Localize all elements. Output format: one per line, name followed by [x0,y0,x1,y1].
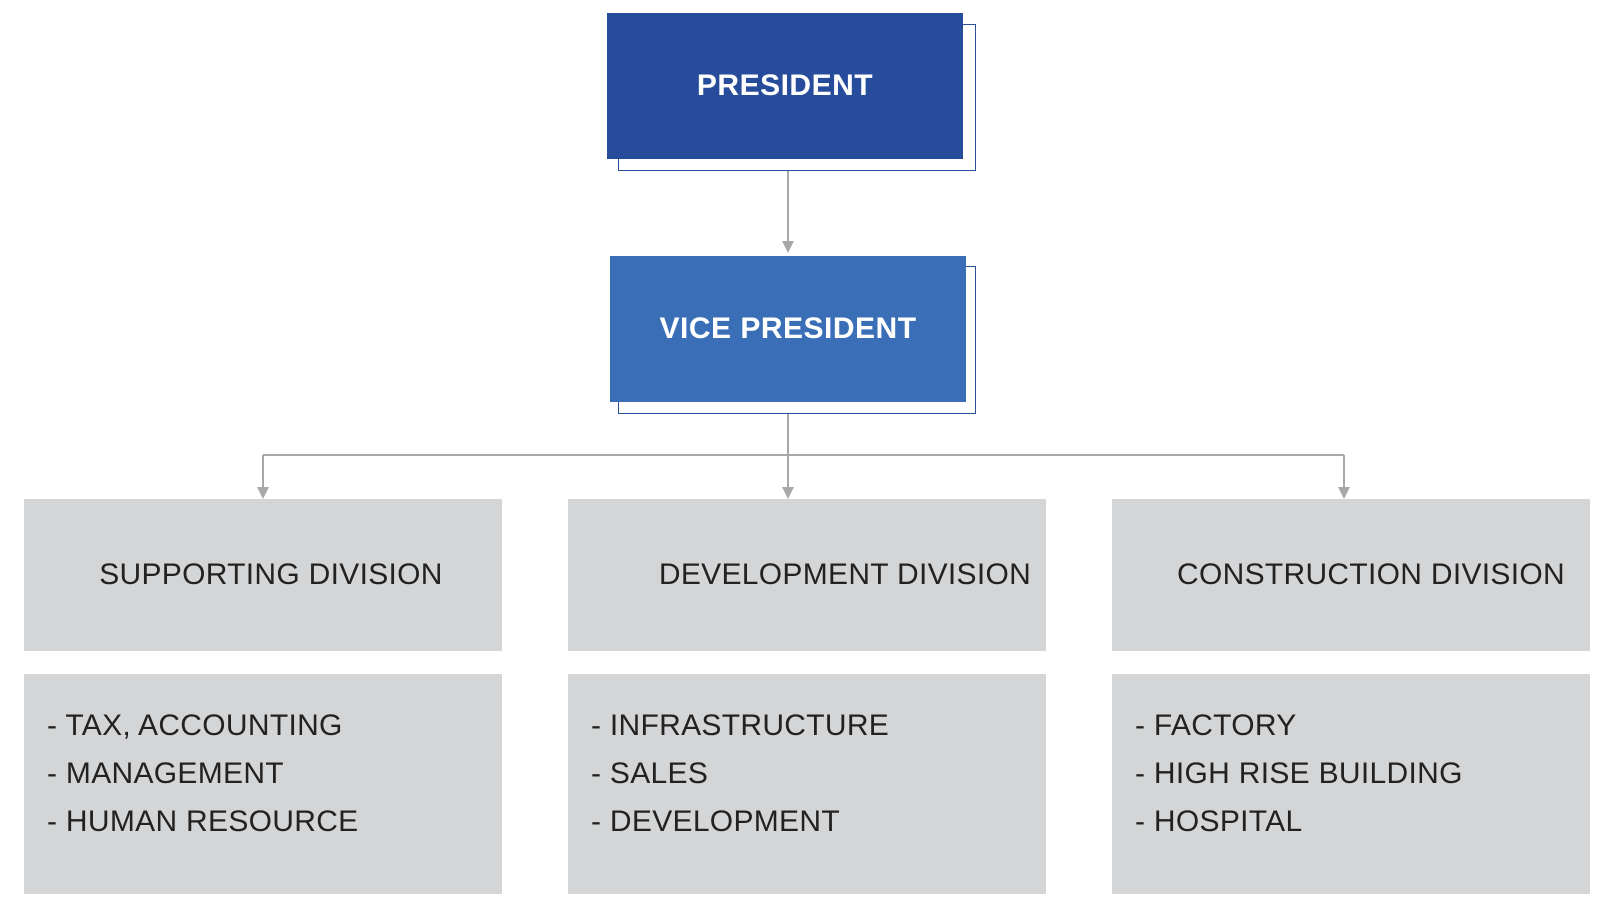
development-division-title: DEVELOPMENT DIVISION [658,558,1032,591]
list-item: - MANAGEMENT [47,757,284,790]
list-item: - DEVELOPMENT [591,805,840,838]
supporting-division-body: - TAX, ACCOUNTING - MANAGEMENT - HUMAN R… [24,674,502,894]
president-title: PRESIDENT [696,69,874,102]
list-item: - SALES [591,757,709,790]
construction-division-list: - FACTORY - HIGH RISE BUILDING - HOSPITA… [1135,702,1590,846]
vice-president-box: VICE PRESIDENT [610,256,966,402]
list-item: - HIGH RISE BUILDING [1135,757,1463,790]
list-item: - FACTORY [1135,709,1297,742]
arrow-head-construction [1338,487,1350,499]
vice-president-title: VICE PRESIDENT [659,312,917,345]
list-item: - HUMAN RESOURCE [47,805,359,838]
supporting-division-title: SUPPORTING DIVISION [99,558,443,591]
development-division-body: - INFRASTRUCTURE - SALES - DEVELOPMENT [568,674,1046,894]
construction-division-title: CONSTRUCTION DIVISION [1177,558,1565,591]
development-division-list: - INFRASTRUCTURE - SALES - DEVELOPMENT [591,702,1046,846]
list-item: - HOSPITAL [1135,805,1303,838]
construction-division-header: CONSTRUCTION DIVISION [1112,499,1590,651]
president-box: PRESIDENT [607,13,963,159]
supporting-division-header: SUPPORTING DIVISION [24,499,502,651]
arrow-head-vp [782,241,794,253]
arrow-head-supporting [257,487,269,499]
development-division-header: DEVELOPMENT DIVISION [568,499,1046,651]
list-item: - TAX, ACCOUNTING [47,709,343,742]
list-item: - INFRASTRUCTURE [591,709,890,742]
construction-division-body: - FACTORY - HIGH RISE BUILDING - HOSPITA… [1112,674,1590,894]
supporting-division-list: - TAX, ACCOUNTING - MANAGEMENT - HUMAN R… [47,702,502,846]
arrow-head-development [782,487,794,499]
